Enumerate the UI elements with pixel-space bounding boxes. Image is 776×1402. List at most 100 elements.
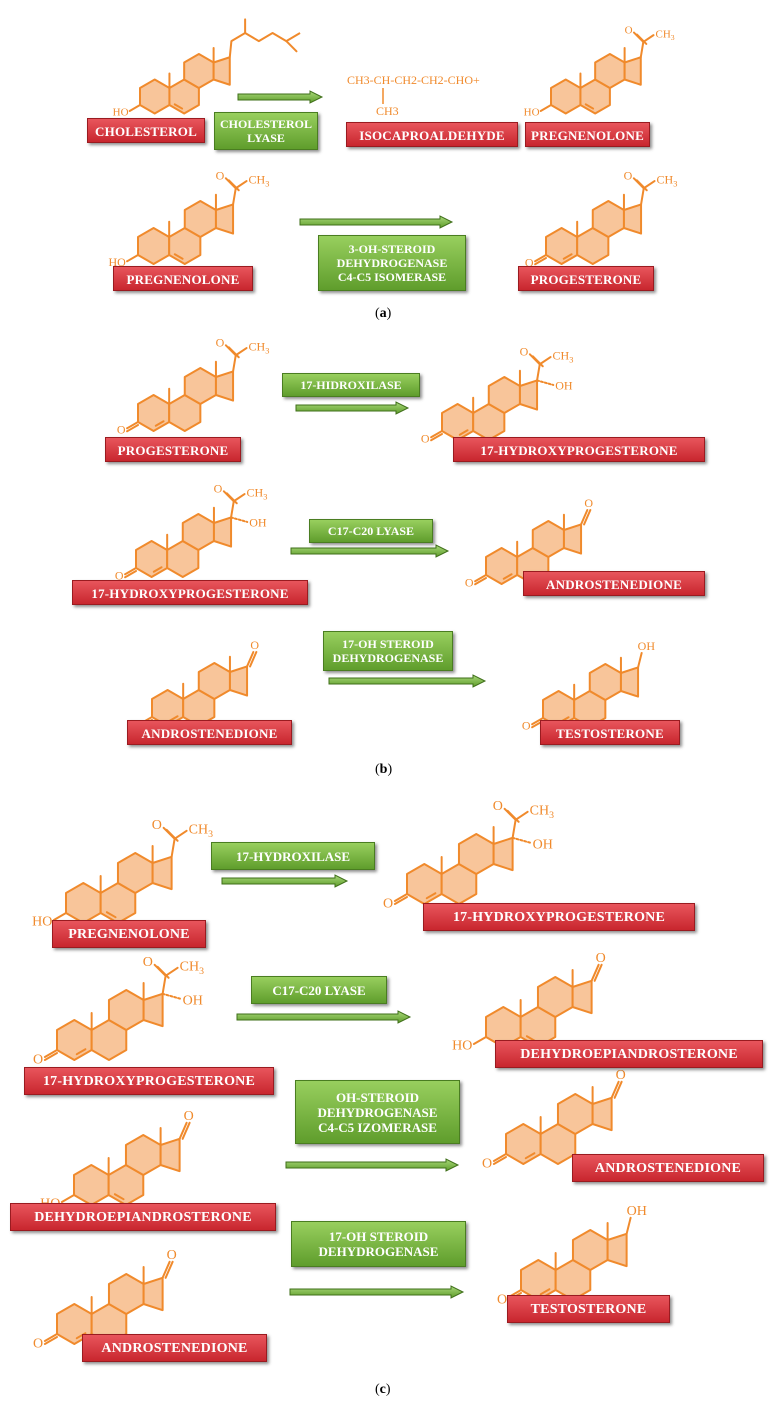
ketone-label: O (184, 1109, 194, 1124)
ring-c (556, 1093, 594, 1135)
ketone-label: O (525, 256, 534, 270)
carbonyl-bond (590, 963, 600, 982)
hydroxyl-label: OH (533, 837, 553, 852)
ring-d (142, 1276, 164, 1312)
double-bond (113, 1193, 125, 1201)
double-bond (524, 1152, 536, 1160)
carbonyl-bond (534, 254, 547, 263)
methyl-bond (234, 347, 248, 357)
double-bond (458, 429, 469, 436)
methyl-label: CH3 (657, 172, 678, 188)
methyl-bond (514, 810, 529, 821)
ring-d (571, 979, 593, 1015)
ring-c (571, 1229, 609, 1271)
ketone-label: O (167, 1248, 177, 1263)
ring-c (531, 520, 565, 558)
methyl-bond (642, 34, 655, 43)
hydroxyl-label: OH (249, 516, 267, 530)
ketone-label: O (482, 1156, 492, 1171)
carbonyl-bond (43, 1333, 58, 1342)
reaction-arrow (236, 1010, 412, 1024)
label-pregnenolone: PREGNENOLONE (52, 920, 206, 948)
methyl-bond (538, 356, 552, 366)
ketone-label: O (625, 25, 633, 37)
double-bond (173, 253, 184, 260)
label-androstenedione: ANDROSTENEDIONE (82, 1334, 267, 1362)
ketone-label: O (616, 1068, 626, 1083)
carbonyl-bond (249, 651, 258, 668)
hydroxyl-bond (126, 254, 139, 263)
ketone-label: O (584, 496, 593, 510)
carbonyl-bond (474, 577, 487, 586)
carbonyl-bond (393, 893, 408, 902)
ketone-label: O (33, 1052, 43, 1067)
carbonyl-bond (161, 1260, 171, 1279)
panel-caption-a: (a) (375, 306, 392, 321)
reaction-arrow (290, 544, 450, 558)
carbonyl-bond (531, 717, 544, 726)
ketone-label: O (33, 1336, 43, 1351)
ketone-label: O (216, 169, 225, 183)
ring-c (124, 1134, 162, 1176)
reaction-arrow (221, 874, 349, 888)
label-pregnenolone: PREGNENOLONE (113, 266, 253, 291)
hydroxyl-bond (625, 1216, 632, 1235)
methyl-bond (173, 829, 188, 840)
carbonyl-bond (393, 896, 408, 905)
enzyme-line: DEHYDROGENASE (336, 256, 448, 270)
ring-a (135, 540, 169, 578)
ring-d (518, 379, 539, 411)
ring-c (197, 662, 231, 700)
label-testosterone: TESTOSTERONE (507, 1295, 670, 1323)
double-bond (154, 420, 165, 427)
ring-a (545, 227, 579, 265)
acetyl-bond (170, 837, 176, 858)
hydroxyl-bond (60, 1194, 75, 1203)
ring-d (151, 855, 173, 891)
ring-a (56, 1019, 93, 1061)
carbonyl-bond (126, 421, 139, 430)
carbonyl-bond (43, 1052, 58, 1061)
hydroxyl-bond (128, 104, 141, 112)
ring-a (485, 547, 519, 585)
hydroxyl-label: HO (108, 255, 126, 269)
ketone-label: O (152, 818, 162, 833)
enzyme-c17-c20-lyase: C17-C20 LYASE (309, 519, 433, 543)
ketone-label: O (214, 482, 223, 496)
enzyme-line: 3-OH-STEROID (348, 242, 436, 256)
enzyme-17oh-steroid-dehydrogenase: 17-OH STEROID DEHYDROGENASE (323, 631, 453, 671)
structure-testosterone: OOH (497, 1204, 647, 1307)
label-isocaproaldehyde: ISOCAPROALDEHYDE (346, 122, 518, 147)
ring-c (457, 833, 495, 875)
label-17-hydroxyprogesterone: 17-HYDROXYPROGESTERONE (24, 1067, 274, 1095)
ring-c (591, 200, 625, 238)
carbonyl-bond (164, 1260, 174, 1279)
double-bond (425, 892, 437, 900)
acetyl-bond (230, 500, 235, 519)
double-bond (75, 1048, 87, 1056)
ketone-label: O (115, 569, 124, 583)
carbonyl-bond (506, 809, 520, 823)
double-bond (173, 103, 184, 110)
ketone-label: O (421, 432, 430, 446)
carbonyl-bond (43, 1049, 58, 1058)
carbonyl-bond (43, 1336, 58, 1345)
carbonyl-bond (593, 963, 603, 982)
carbonyl-bond (225, 492, 238, 505)
ring-c (183, 367, 217, 405)
enzyme-line: DEHYDROGENASE (318, 1244, 439, 1259)
enzyme-line: 17-OH STEROID (342, 637, 434, 651)
label-testosterone: TESTOSTERONE (540, 720, 680, 745)
panel-caption-c: (c) (375, 1382, 391, 1397)
carbonyl-bond (124, 570, 137, 579)
hydroxyl-label: OH (555, 379, 573, 393)
ring-a (137, 394, 171, 432)
hydroxyl-bond (536, 379, 555, 386)
carbonyl-bond (178, 1121, 188, 1140)
ring-a (441, 403, 475, 441)
hydroxyl-label: OH (638, 639, 656, 653)
carbonyl-bond (430, 433, 443, 442)
ring-d (212, 56, 231, 86)
